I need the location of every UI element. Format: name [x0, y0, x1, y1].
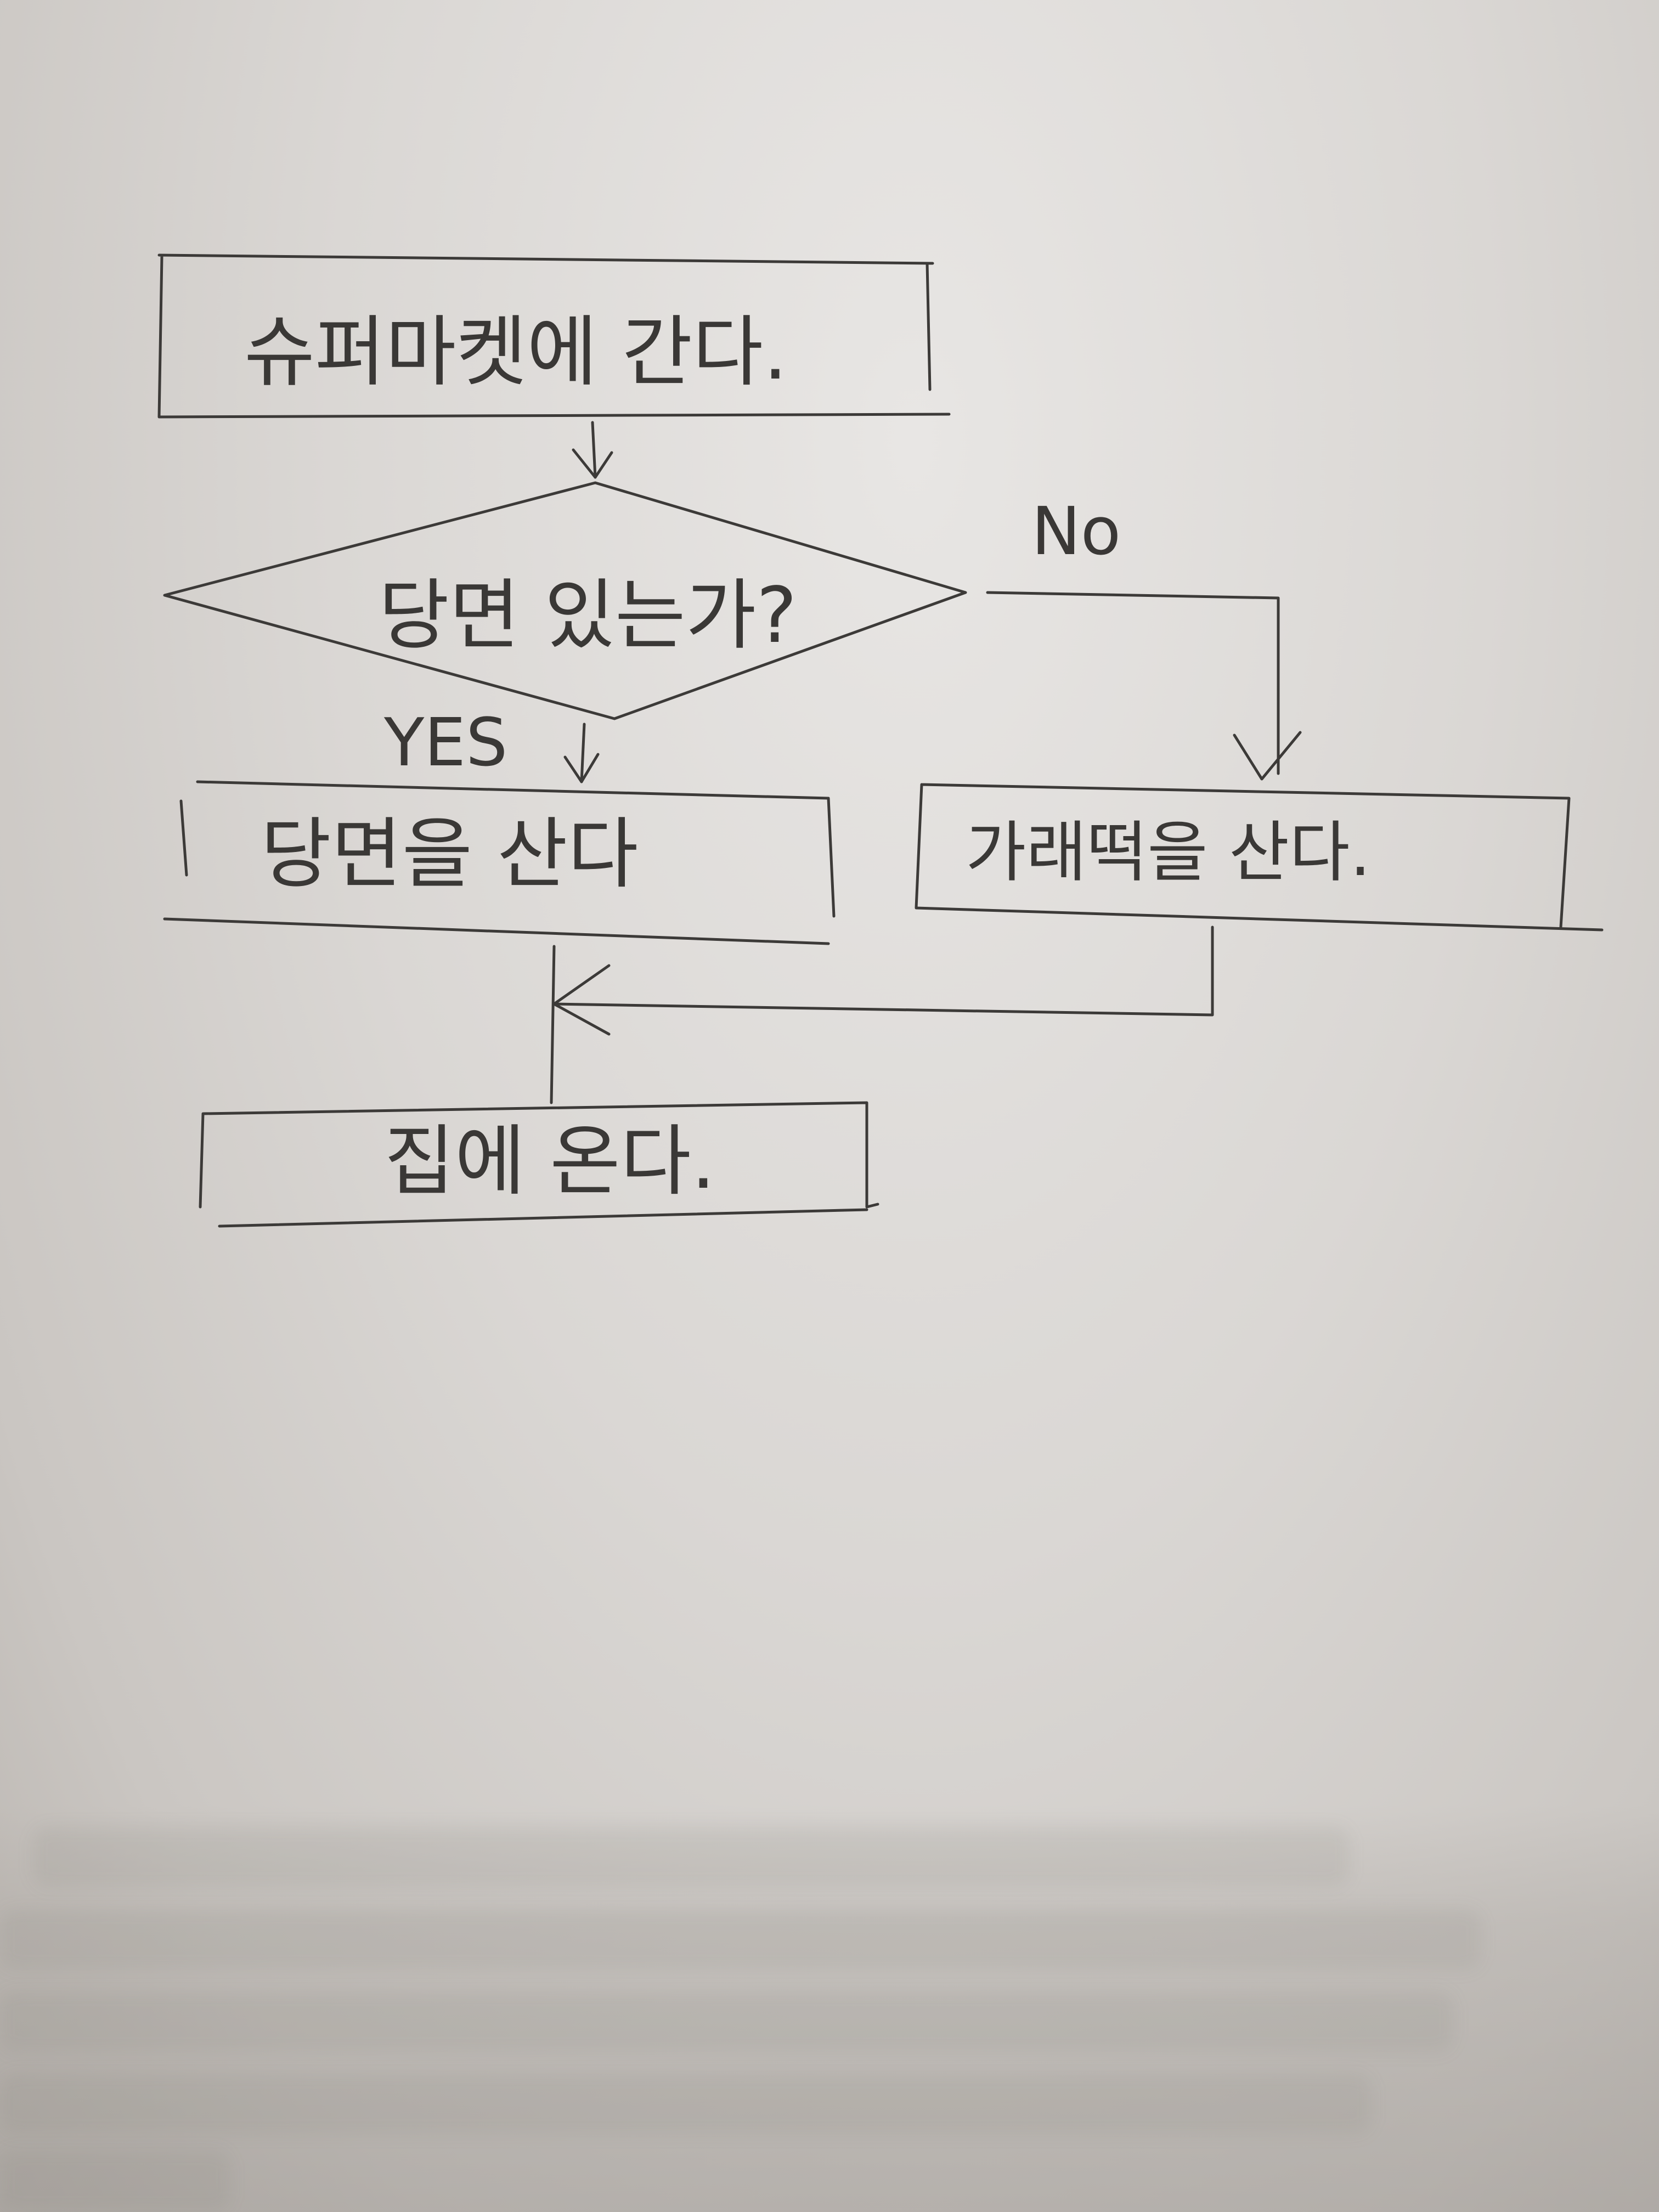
- edge-start-to-decision: [572, 421, 613, 479]
- node-end-label: 집에 온다.: [384, 1117, 715, 1206]
- bleed-line: [0, 1909, 1481, 1970]
- node-decision: 당면 있는가?: [163, 481, 967, 720]
- bleed-line: [33, 1827, 1350, 1887]
- bleed-line: [0, 1991, 1454, 2052]
- node-buy-noodles-label: 당면을 산다: [261, 810, 639, 899]
- page-bleed-through: [0, 1805, 1659, 2212]
- edge-decision-yes: YES: [383, 705, 600, 783]
- node-start: 슈퍼마켓에 간다.: [157, 253, 951, 419]
- edge-noodles-to-end: [550, 945, 556, 1104]
- node-buy-rice-cake-label: 가래떡을 산다.: [966, 815, 1371, 891]
- edge-decision-no: No: [986, 494, 1302, 781]
- node-end-box: [199, 1101, 879, 1228]
- node-start-label: 슈퍼마켓에 간다.: [244, 308, 788, 397]
- arrowhead: [1233, 731, 1302, 781]
- node-end: 집에 온다.: [199, 1101, 879, 1228]
- bleed-line: [0, 2151, 230, 2211]
- node-buy-noodles-box: [163, 780, 836, 945]
- node-buy-rice-cake: 가래떡을 산다.: [915, 783, 1604, 932]
- node-decision-diamond: [163, 481, 967, 720]
- node-buy-rice-cake-box: [915, 783, 1604, 932]
- edge-no-label: No: [1031, 494, 1121, 570]
- node-buy-noodles: 당면을 산다: [163, 780, 836, 945]
- arrowhead: [563, 753, 600, 783]
- arrowhead: [552, 964, 611, 1036]
- node-start-box: [157, 253, 951, 419]
- bleed-line: [0, 2074, 1372, 2134]
- edge-yes-label: YES: [383, 705, 507, 781]
- node-decision-label: 당면 있는가?: [379, 571, 797, 661]
- edge-rice-cake-to-end: [552, 926, 1214, 1036]
- arrowhead: [572, 448, 613, 479]
